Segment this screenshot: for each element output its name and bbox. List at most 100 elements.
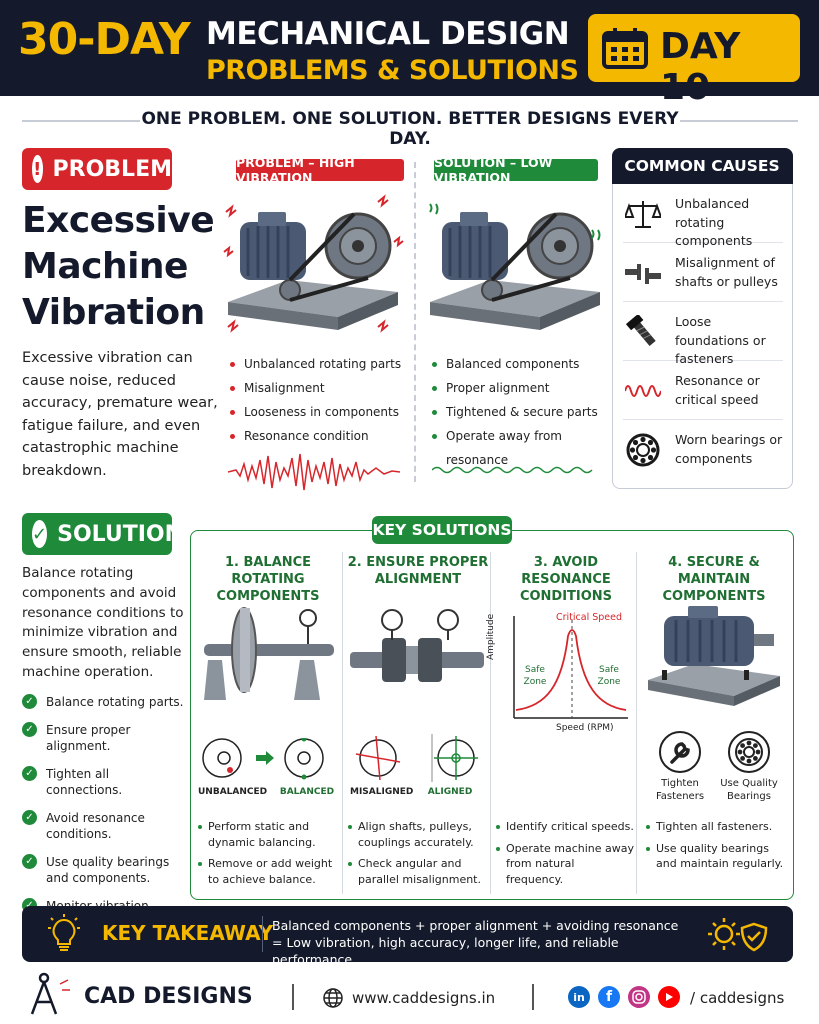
secured-motor-illustration: [648, 606, 780, 706]
low-vibration-list: Balanced components Proper alignment Tig…: [432, 352, 610, 472]
shaft-alignment-illustration: [350, 609, 484, 682]
problem-badge: ! PROBLEM: [22, 148, 172, 190]
lightbulb-icon: [48, 914, 80, 951]
bearing-icon: [626, 433, 660, 467]
alignment-crosshair-icons: [355, 734, 478, 782]
low-vibration-label: SOLUTION – LOW VIBRATION: [434, 155, 598, 185]
check-icon: ✓: [22, 810, 37, 825]
high-vibration-label: PROBLEM – HIGH VIBRATION: [236, 155, 404, 185]
key-solution-balance: 1. BALANCE ROTATING COMPONENTS: [194, 554, 342, 605]
unbalanced-label: UNBALANCED: [198, 787, 268, 797]
critical-speed-label: Critical Speed: [556, 612, 623, 623]
balance-comparison-icon: [202, 738, 324, 780]
takeaway-divider: [262, 916, 263, 952]
check-icon: ✓: [22, 722, 37, 737]
list-item: Operate machine away from natural freque…: [496, 841, 634, 888]
balance-bullets: Perform static and dynamic balancing. Re…: [198, 819, 338, 893]
resonance-bullets: Identify critical speeds. Operate machin…: [496, 819, 634, 893]
low-vibration-wave-icon: [432, 466, 593, 474]
list-item: Check angular and parallel misalignment.: [348, 856, 488, 887]
tagline: ONE PROBLEM. ONE SOLUTION. BETTER DESIGN…: [141, 109, 679, 149]
list-item: ✓Tighten all connections.: [22, 766, 187, 798]
list-item: Balanced components: [432, 352, 610, 376]
vibrating-motor-illustration: [223, 194, 404, 333]
alignment-bullets: Align shafts, pulleys, couplings accurat…: [348, 819, 488, 893]
balance-scale-icon: [625, 201, 661, 228]
key-solution-title: 4. SECURE & MAINTAIN COMPONENTS: [662, 555, 766, 604]
footer-divider: [292, 984, 294, 1010]
high-vibration-wave-icon: [228, 453, 400, 491]
youtube-icon[interactable]: [658, 986, 680, 1008]
footer-website-link[interactable]: www.caddesigns.in: [352, 989, 496, 1007]
header-days: 30-DAY: [18, 14, 191, 65]
list-item: Misalignment: [230, 376, 408, 400]
misaligned-label: MISALIGNED: [350, 787, 414, 797]
key-solution-title: 1. BALANCE ROTATING COMPONENTS: [216, 555, 320, 604]
list-item: ✓Ensure proper alignment.: [22, 722, 187, 754]
check-icon: ✓: [32, 520, 48, 548]
header-title-line1: MECHANICAL DESIGN: [206, 16, 570, 52]
list-item: ✓Use quality bearings and components.: [22, 854, 187, 886]
tighten-fasteners-label: Tighten Fasteners: [655, 778, 705, 802]
list-item: Identify critical speeds.: [496, 819, 634, 835]
footer-divider: [532, 984, 534, 1010]
check-icon: ✓: [22, 694, 37, 709]
key-takeaway-label: KEY TAKEAWAY: [102, 921, 274, 945]
header-banner: 30-DAY MECHANICAL DESIGN PROBLEMS & SOLU…: [0, 0, 819, 108]
cause-item: Worn bearings or components: [623, 421, 783, 479]
column-divider: [490, 552, 491, 894]
stable-motor-illustration: [429, 203, 601, 330]
tagline-rule-left: [22, 120, 140, 122]
globe-icon: [323, 988, 343, 1008]
list-item: Tightened & secure parts: [432, 400, 610, 424]
list-item: Proper alignment: [432, 376, 610, 400]
problem-description: Excessive vibration can cause noise, red…: [22, 350, 218, 479]
key-takeaway-banner: KEY TAKEAWAY Balanced components + prope…: [22, 906, 793, 967]
column-divider: [636, 552, 637, 894]
misaligned-shaft-icon: [625, 264, 661, 284]
list-item: Operate away from resonance: [432, 424, 610, 472]
cause-item: Loose foundations or fasteners: [623, 303, 783, 366]
comparison-divider: [414, 162, 416, 482]
solution-badge: ✓ SOLUTION: [22, 513, 183, 555]
bearing-icon: [728, 731, 770, 773]
cause-item: Unbalanced rotating components: [623, 185, 783, 248]
key-solution-maintain: 4. SECURE & MAINTAIN COMPONENTS: [640, 554, 788, 605]
solution-checklist: ✓Balance rotating parts. ✓Ensure proper …: [22, 694, 187, 942]
compass-logo-icon: [30, 972, 70, 1015]
list-item: Align shafts, pulleys, couplings accurat…: [348, 819, 488, 850]
key-solution-title: 2. ENSURE PROPER ALIGNMENT: [347, 555, 489, 587]
balanced-label: BALANCED: [279, 787, 335, 797]
gear-shield-icon: [708, 918, 768, 952]
key-solutions-title: KEY SOLUTIONS: [372, 516, 512, 544]
footer-brand: CAD DESIGNS: [84, 984, 253, 1009]
check-icon: ✓: [22, 766, 37, 781]
safe-zone-right-label: Safe Zone: [597, 665, 621, 687]
common-causes-panel: COMMON CAUSES Unbalanced rotating compon…: [611, 147, 793, 489]
list-item: Unbalanced rotating parts: [230, 352, 408, 376]
list-item: ✓Balance rotating parts.: [22, 694, 187, 710]
linkedin-icon[interactable]: in: [568, 986, 590, 1008]
resonance-curve-chart: [513, 616, 628, 719]
tagline-rule-right: [680, 120, 798, 122]
problem-title: Excessive Machine Vibration: [22, 200, 215, 333]
amplitude-axis-label: Amplitude: [486, 613, 496, 660]
key-takeaway-text: Balanced components + proper alignment +…: [272, 918, 679, 967]
list-item: Remove or add weight to achieve balance.: [198, 856, 338, 887]
column-divider: [342, 552, 343, 894]
key-solution-alignment: 2. ENSURE PROPER ALIGNMENT: [344, 554, 492, 588]
safe-zone-left-label: Safe Zone: [523, 665, 547, 687]
aligned-label: ALIGNED: [427, 787, 473, 797]
facebook-icon[interactable]: f: [598, 986, 620, 1008]
list-item: Resonance condition: [230, 424, 408, 448]
day-number: DAY 10: [660, 26, 741, 108]
instagram-icon[interactable]: [628, 986, 650, 1008]
cause-item: Resonance or critical speed: [623, 362, 783, 420]
check-icon: ✓: [22, 854, 37, 869]
exclamation-icon: !: [32, 155, 43, 183]
maintain-bullets: Tighten all fasteners. Use quality beari…: [646, 819, 786, 878]
day-badge: DAY 10: [588, 14, 800, 108]
footer-social-handle: / caddesigns: [690, 989, 785, 1007]
list-item: Tighten all fasteners.: [646, 819, 786, 835]
speed-axis-label: Speed (RPM): [556, 723, 614, 733]
